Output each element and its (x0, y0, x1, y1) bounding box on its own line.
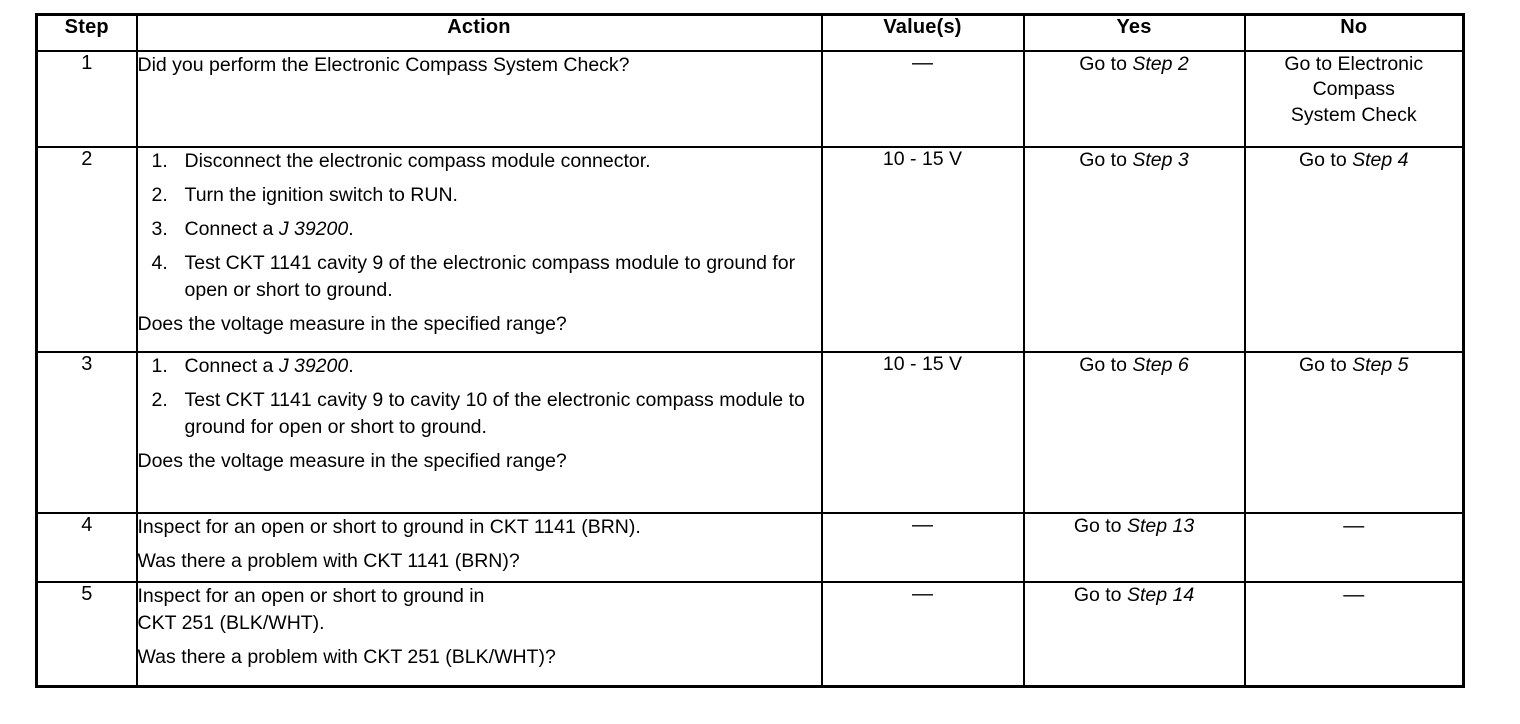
tool-name: J 39200 (278, 355, 349, 377)
column-header-value: Value(s) (820, 13, 1025, 52)
list-item-suffix: . (348, 217, 354, 240)
yes-prefix: Go to (1079, 149, 1133, 171)
yes-step-ref: Step 14 (1126, 584, 1195, 606)
value-cell: — (820, 581, 1025, 687)
value-text: — (912, 513, 933, 536)
list-item-number: 2. (151, 183, 168, 206)
yes-step-ref: Step 3 (1132, 149, 1189, 171)
list-item-number: 1. (151, 150, 168, 172)
column-header-step: Step (35, 13, 138, 52)
action-line: Did you perform the Electronic Compass S… (137, 54, 630, 76)
action-cell: 1. Disconnect the electronic compass modu… (135, 146, 823, 353)
yes-step-ref: Step 6 (1132, 354, 1189, 376)
no-line: Go to Electronic (1284, 53, 1424, 75)
action-cell: Inspect for an open or short to ground i… (135, 512, 823, 583)
value-text: — (912, 582, 933, 605)
action-line-part: Inspect for an open or short to ground i… (137, 585, 485, 607)
list-item: 4. Test CKT 1141 cavity 9 of the electron… (138, 250, 821, 304)
no-step-ref: Step 5 (1352, 354, 1409, 376)
list-item-text: Connect a (184, 355, 279, 377)
list-item: 2. Test CKT 1141 cavity 9 to cavity 10 of… (138, 387, 821, 441)
step-number: 5 (35, 581, 138, 687)
step-number: 3 (35, 351, 138, 514)
value-cell: 10 - 15 V (820, 351, 1025, 514)
list-item-text: Connect a (184, 217, 279, 240)
no-cell: — (1243, 512, 1465, 583)
table-row: 2 1. Disconnect the electronic compass mo… (35, 146, 1465, 353)
action-question: Was there a problem with CKT 251 (BLK/WH… (137, 645, 556, 668)
list-item: 1. Disconnect the electronic compass modu… (138, 148, 821, 175)
list-item: 3. Connect a J 39200. (138, 216, 821, 243)
yes-prefix: Go to (1079, 53, 1133, 75)
list-item-text: Test CKT 1141 cavity 9 of the electronic… (184, 251, 796, 301)
list-item-number: 1. (151, 355, 168, 377)
table-row: 3 1. Connect a J 39200. 2. Test CKT 1141 c… (35, 351, 1465, 514)
table-row: 5 Inspect for an open or short to ground… (35, 581, 1465, 687)
action-cell: 1. Connect a J 39200. 2. Test CKT 1141 cav… (135, 351, 823, 514)
list-item: 2. Turn the ignition switch to RUN. (138, 182, 821, 209)
table-row: 1 Did you perform the Electronic Compass… (35, 50, 1465, 148)
list-item-number: 2. (151, 388, 168, 411)
yes-step-ref: Step 13 (1126, 515, 1195, 537)
action-question: Was there a problem with CKT 1141 (BRN)? (137, 549, 520, 572)
no-text: — (1343, 514, 1365, 537)
list-item-suffix: . (348, 355, 354, 377)
action-line-part: CKT 251 (BLK/WHT). (137, 611, 325, 634)
value-text: — (912, 51, 933, 74)
action-substep-list: 1. Disconnect the electronic compass modu… (138, 148, 821, 304)
column-header-yes: Yes (1022, 13, 1246, 52)
no-prefix: Go to (1298, 354, 1353, 376)
step-number: 1 (35, 50, 138, 148)
action-substep-list: 1. Connect a J 39200. 2. Test CKT 1141 cav… (138, 353, 821, 441)
column-header-no: No (1243, 13, 1465, 52)
no-cell: — (1243, 581, 1465, 687)
yes-cell: Go to Step 13 (1022, 512, 1246, 583)
value-cell: — (820, 512, 1025, 583)
column-header-action: Action (135, 13, 823, 52)
list-item-number: 4. (151, 251, 168, 274)
action-question: Does the voltage measure in the specifie… (137, 312, 567, 335)
no-cell: Go to Step 5 (1243, 351, 1465, 514)
action-line: Inspect for an open or short to ground i… (137, 516, 641, 538)
yes-cell: Go to Step 2 (1022, 50, 1246, 148)
tool-name: J 39200 (278, 217, 349, 240)
action-cell: Inspect for an open or short to ground i… (135, 581, 823, 687)
table-header-row: Step Action Value(s) Yes No (35, 13, 1465, 52)
step-number: 2 (35, 146, 138, 353)
yes-prefix: Go to (1073, 515, 1127, 537)
no-step-ref: Step 4 (1352, 149, 1409, 171)
list-item-text: Disconnect the electronic compass module… (184, 150, 651, 172)
action-cell: Did you perform the Electronic Compass S… (135, 50, 823, 148)
value-cell: 10 - 15 V (820, 146, 1025, 353)
no-line: Compass (1312, 78, 1395, 101)
no-text: — (1343, 583, 1365, 606)
no-cell: Go to Step 4 (1243, 146, 1465, 353)
action-question: Does the voltage measure in the specifie… (137, 449, 567, 472)
yes-cell: Go to Step 6 (1022, 351, 1246, 514)
yes-cell: Go to Step 14 (1022, 581, 1246, 687)
yes-step-ref: Step 2 (1132, 53, 1189, 75)
no-cell: Go to Electronic Compass System Check (1243, 50, 1465, 148)
list-item-text: Test CKT 1141 cavity 9 to cavity 10 of t… (184, 388, 805, 438)
list-item-number: 3. (151, 217, 168, 240)
value-cell: — (820, 50, 1025, 148)
diagnostic-procedure-table: Step Action Value(s) Yes No 1 Did you pe… (35, 13, 1465, 688)
yes-prefix: Go to (1079, 354, 1133, 376)
yes-prefix: Go to (1073, 584, 1127, 606)
no-line: System Check (1290, 103, 1417, 126)
list-item-text: Turn the ignition switch to RUN. (184, 183, 458, 206)
action-line: Inspect for an open or short to ground i… (138, 583, 821, 637)
yes-cell: Go to Step 3 (1022, 146, 1246, 353)
table-row: 4 Inspect for an open or short to ground… (35, 512, 1465, 583)
list-item: 1. Connect a J 39200. (138, 353, 821, 380)
no-prefix: Go to (1298, 149, 1353, 171)
step-number: 4 (35, 512, 138, 583)
